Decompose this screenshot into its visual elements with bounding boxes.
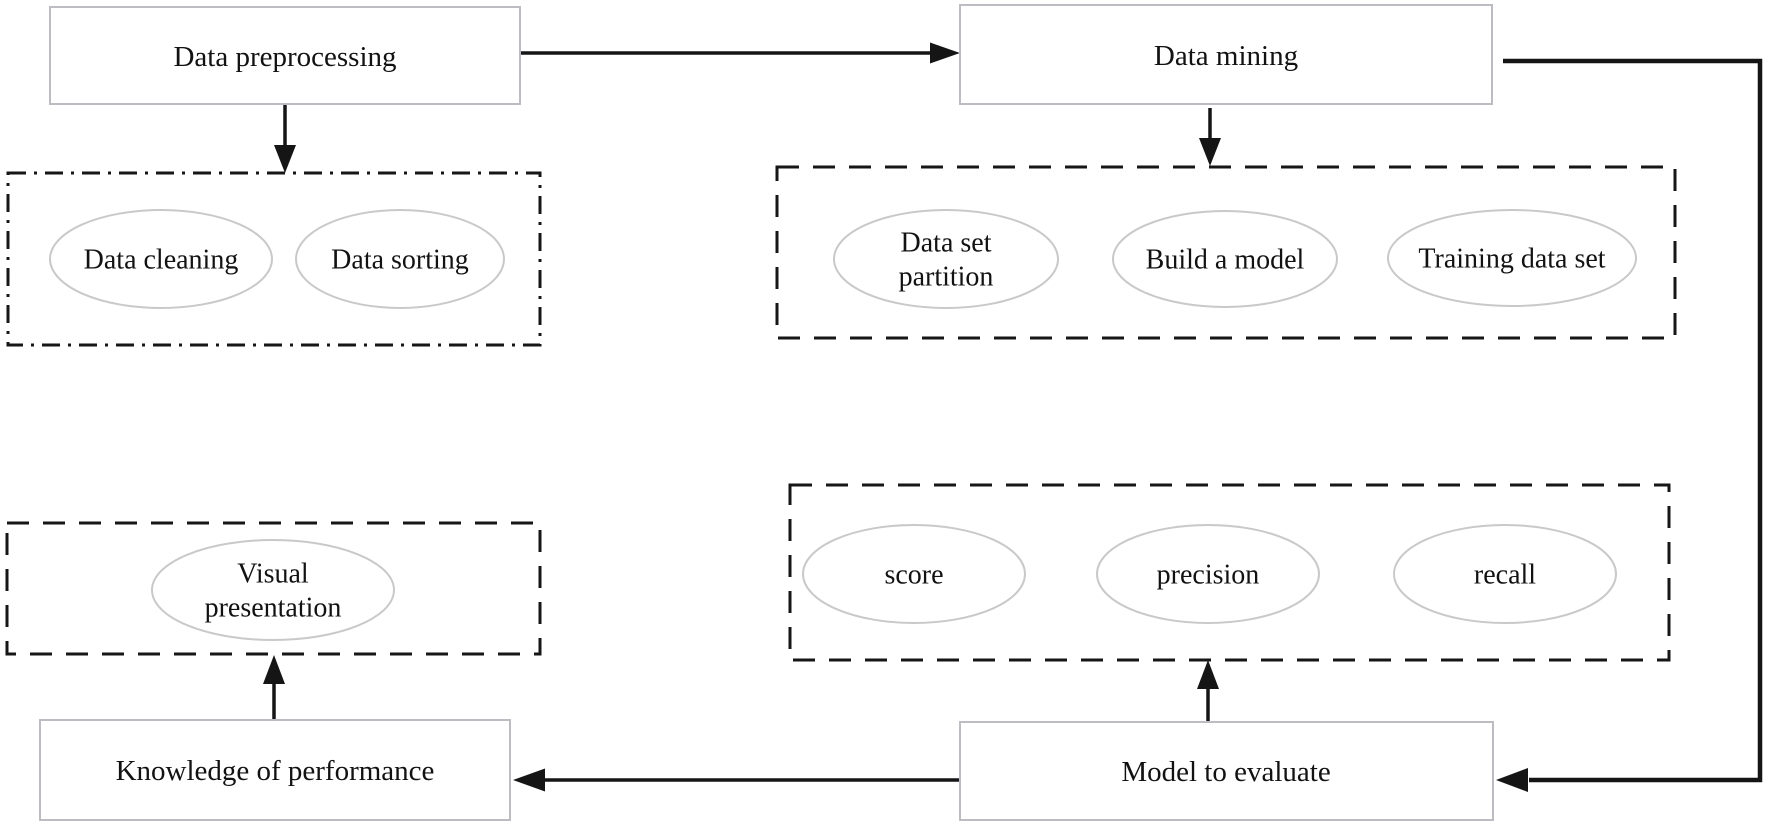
box-knowledge-of-performance	[39, 719, 511, 821]
node-data-set-partition: Data set partition	[833, 209, 1059, 309]
ellipse-label-recall: recall	[1474, 560, 1536, 591]
arrow-evaluate-to-knowledge	[513, 768, 960, 792]
ellipse-visual-presentation	[151, 539, 395, 641]
ellipse-label-build-a-model: Build a model	[1146, 245, 1305, 276]
arrow-preprocessing-to-mining	[520, 42, 960, 64]
ellipse-label-data-cleaning: Data cleaning	[84, 245, 239, 276]
ellipse-score	[802, 524, 1026, 624]
preprocessing-steps-group-box	[6, 171, 542, 347]
box-label-data-mining: Data mining	[1154, 40, 1298, 72]
arrowhead-up-icon	[1197, 660, 1219, 689]
box-label-data-preprocessing: Data preprocessing	[173, 41, 396, 73]
arrow-mining-to-steps	[1199, 108, 1221, 166]
ellipse-label-training-data-set: Training data set	[1418, 244, 1605, 275]
arrow-preprocessing-to-steps	[274, 104, 296, 173]
node-recall: recall	[1393, 524, 1617, 624]
arrowhead-left-icon	[513, 768, 545, 792]
arrowhead-down-icon	[274, 145, 296, 173]
node-precision: precision	[1096, 524, 1320, 624]
node-training-data-set: Training data set	[1387, 209, 1637, 307]
arrowhead-up-icon	[263, 655, 285, 684]
elbow-shaft	[1503, 58, 1763, 783]
arrow-knowledge-to-presentation	[263, 655, 285, 720]
ellipse-label-visual-presentation-line2: presentation	[205, 593, 342, 624]
ellipse-precision	[1096, 524, 1320, 624]
ellipse-training-data-set	[1387, 209, 1637, 307]
ellipse-label-data-set-partition-line1: Data set	[901, 228, 992, 259]
ellipse-data-set-partition	[833, 209, 1059, 309]
node-knowledge-of-performance: Knowledge of performance	[39, 719, 511, 821]
ellipse-data-cleaning	[49, 209, 273, 309]
node-data-mining: Data mining	[959, 4, 1493, 105]
node-build-a-model: Build a model	[1112, 210, 1338, 308]
node-visual-presentation: Visual presentation	[151, 539, 395, 641]
ellipse-label-data-sorting: Data sorting	[331, 245, 469, 276]
node-data-sorting: Data sorting	[295, 209, 505, 309]
node-data-cleaning: Data cleaning	[49, 209, 273, 309]
arrow-evaluate-to-metrics	[1197, 660, 1219, 722]
node-score: score	[802, 524, 1026, 624]
ellipse-data-sorting	[295, 209, 505, 309]
ellipse-build-a-model	[1112, 210, 1338, 308]
arrowhead-down-icon	[1199, 138, 1221, 166]
mining-steps-group-box	[775, 165, 1677, 340]
box-data-preprocessing	[49, 6, 521, 105]
arrowhead-right-icon	[930, 42, 960, 64]
metrics-group-box	[788, 483, 1671, 662]
ellipse-label-data-set-partition-line2: partition	[899, 262, 994, 293]
arrowhead-left-icon	[1496, 768, 1528, 792]
node-model-to-evaluate: Model to evaluate	[959, 721, 1494, 821]
box-model-to-evaluate	[959, 721, 1494, 821]
elbow-arrow-mining-to-evaluate	[1496, 58, 1763, 792]
node-data-preprocessing: Data preprocessing	[49, 6, 521, 105]
ellipse-recall	[1393, 524, 1617, 624]
presentation-group-box	[5, 521, 542, 656]
ellipse-label-precision: precision	[1157, 560, 1260, 591]
box-label-knowledge-of-performance: Knowledge of performance	[116, 755, 435, 787]
ellipse-label-visual-presentation-line1: Visual	[237, 559, 309, 590]
ellipse-label-score: score	[884, 560, 943, 591]
box-data-mining	[959, 4, 1493, 105]
box-label-model-to-evaluate: Model to evaluate	[1121, 756, 1330, 788]
